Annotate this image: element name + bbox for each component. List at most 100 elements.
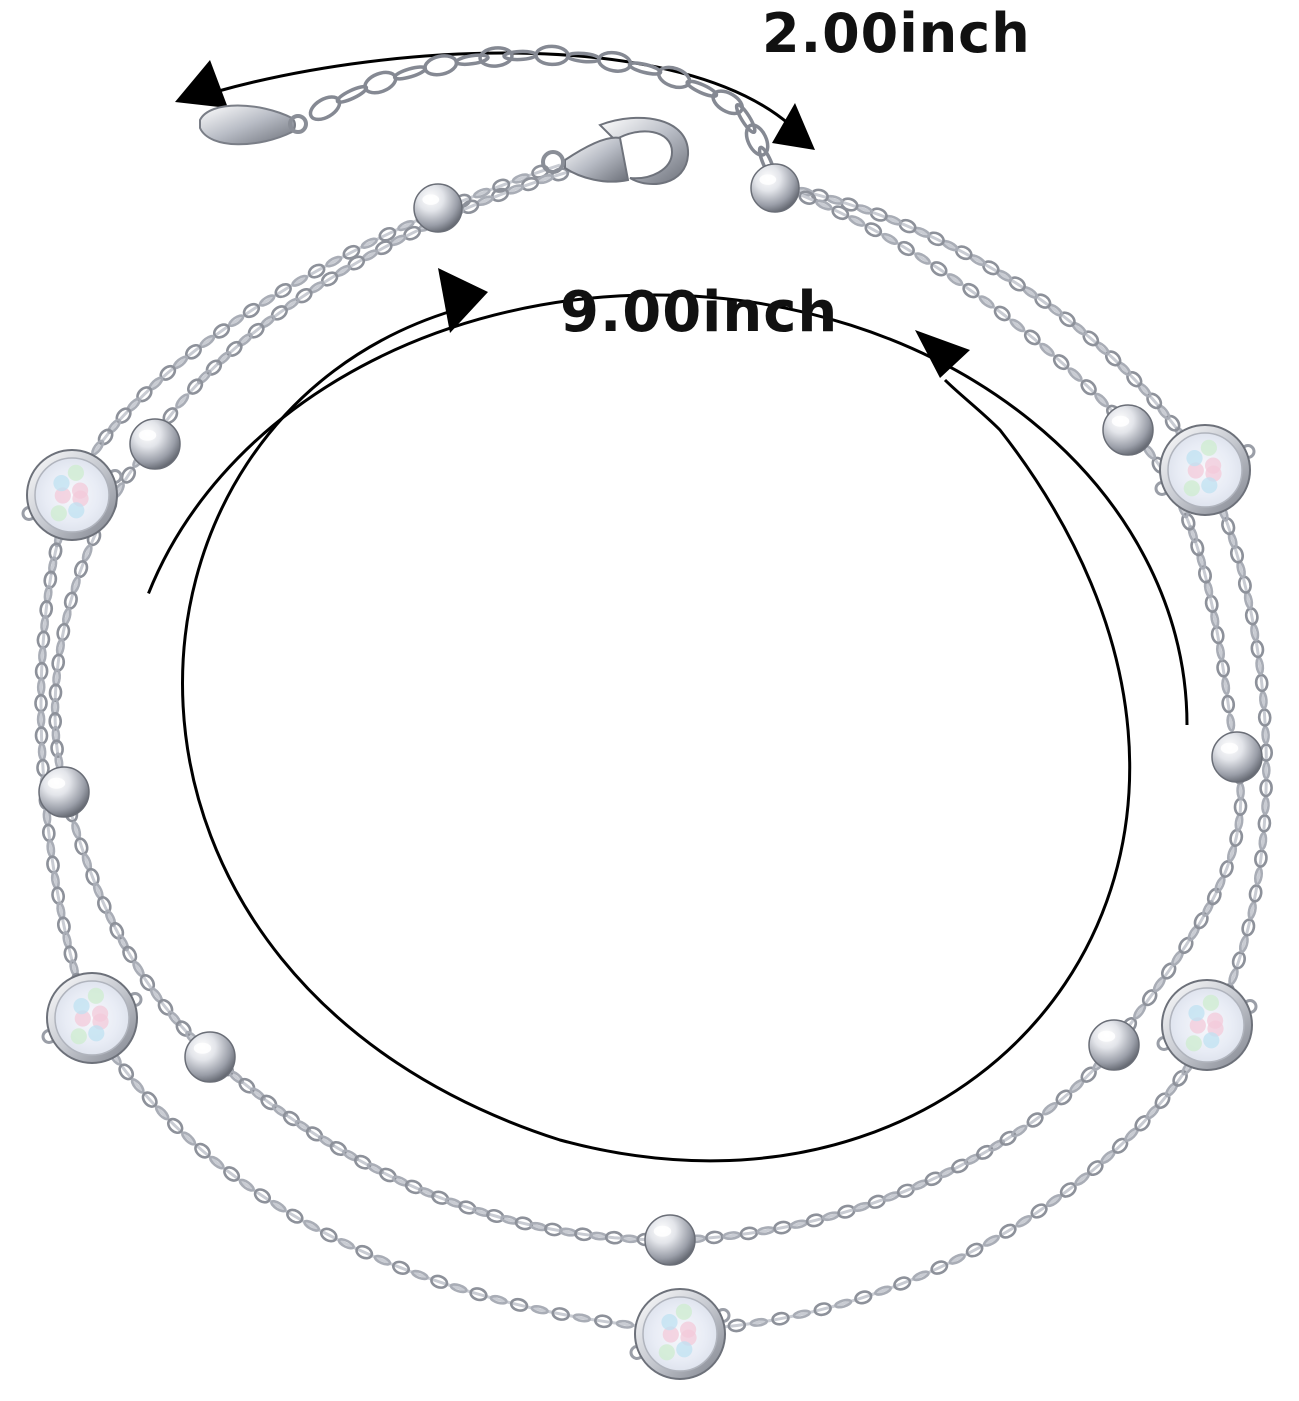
arrow-head-icon (772, 103, 815, 150)
chain-link (260, 1094, 278, 1111)
extender-jump-ring (288, 114, 308, 134)
chain-link (305, 1126, 324, 1142)
chain-link (1187, 924, 1201, 942)
chain-link (418, 1186, 436, 1198)
chain-link (722, 1231, 741, 1241)
chain-link (1026, 1112, 1044, 1128)
chain-link (104, 909, 117, 927)
chain-link (430, 1274, 449, 1289)
chain-link (1023, 329, 1041, 346)
chain-link (1254, 849, 1268, 868)
chain-link (813, 1302, 832, 1317)
extender-link (392, 65, 428, 81)
chain-link (325, 255, 343, 268)
chain-link (253, 1188, 272, 1204)
chain-link (511, 173, 530, 184)
clasp-icon (541, 116, 690, 185)
chain-link (938, 1166, 956, 1179)
chain-link (469, 1287, 488, 1302)
chain-link (1039, 342, 1055, 357)
chain-link (1030, 1203, 1048, 1219)
opal-station (629, 1288, 731, 1380)
chain-link (48, 556, 58, 575)
chain-link (815, 199, 833, 211)
extender-link (502, 49, 538, 62)
chain-link (993, 305, 1011, 322)
chain-link (392, 1175, 410, 1187)
measurement-circle-arc (181, 308, 1132, 1163)
chain-link (366, 1162, 384, 1175)
arrow-head-icon (438, 268, 488, 333)
silver-bead (129, 418, 181, 470)
chain-link (130, 1078, 145, 1094)
chain-link (1164, 414, 1181, 432)
chain-link (988, 1139, 1006, 1152)
chain-link (1261, 725, 1270, 745)
chain-link (249, 1087, 266, 1101)
chain-link (167, 1010, 182, 1027)
chain-link (976, 1144, 994, 1160)
chain-link (1172, 1069, 1188, 1087)
chain-link (1202, 900, 1214, 917)
opal-station (21, 449, 123, 541)
chain-link (242, 302, 261, 319)
chain-link (247, 322, 265, 339)
chain-link (431, 1190, 450, 1205)
chain-link (1009, 318, 1026, 333)
chain-link (318, 1135, 335, 1148)
chain-link (1221, 676, 1231, 696)
chain-link (1261, 761, 1271, 780)
chain-link (489, 1294, 508, 1305)
chain-link (181, 1131, 197, 1146)
chain-link (50, 697, 60, 717)
extender-drop-icon (199, 104, 296, 146)
extender-link (711, 89, 745, 116)
chain-link (964, 1153, 981, 1166)
chain-link (303, 1219, 321, 1232)
chain-link (1241, 918, 1256, 937)
chain-link (378, 226, 397, 242)
chain-link (864, 222, 883, 238)
chain-link (834, 1298, 853, 1309)
chain-link (1156, 404, 1171, 420)
extender-link (734, 103, 757, 134)
chain-link (107, 418, 122, 434)
chain-link (874, 1285, 892, 1296)
chain-link (930, 261, 948, 277)
chain-link (286, 1208, 304, 1224)
chain-link (48, 712, 63, 731)
chain-link (97, 428, 114, 446)
extender-link (656, 65, 692, 90)
chain-link (1221, 694, 1236, 714)
chain-link (258, 294, 276, 307)
opal-station (41, 972, 143, 1064)
chain-link (1187, 525, 1199, 544)
chain-link (360, 237, 378, 249)
chain-link (1193, 911, 1209, 930)
chain-link (120, 466, 137, 484)
chain-link (329, 1140, 348, 1157)
chain-link (373, 1254, 392, 1266)
chain-link (792, 1309, 811, 1319)
chain-link (228, 314, 245, 328)
chain-link (854, 1290, 873, 1305)
chain-link (307, 263, 326, 279)
chain-link (771, 1311, 790, 1326)
chain-link (225, 340, 243, 357)
silver-bead (1102, 404, 1154, 456)
extension-length-label: 2.00inch (762, 2, 1031, 65)
silver-bead (38, 766, 90, 818)
chain-link (897, 240, 915, 257)
chain-link (999, 1130, 1017, 1146)
chain-link (965, 1242, 984, 1258)
silver-bead (644, 1214, 696, 1266)
chain-link (209, 1155, 225, 1170)
chain-link (881, 232, 899, 245)
chain-link (1247, 901, 1257, 920)
chain-link (1221, 517, 1236, 536)
chain-link (51, 725, 61, 745)
chain-link (848, 215, 866, 227)
opal-station (1156, 979, 1258, 1071)
chain-link (1015, 1215, 1033, 1228)
